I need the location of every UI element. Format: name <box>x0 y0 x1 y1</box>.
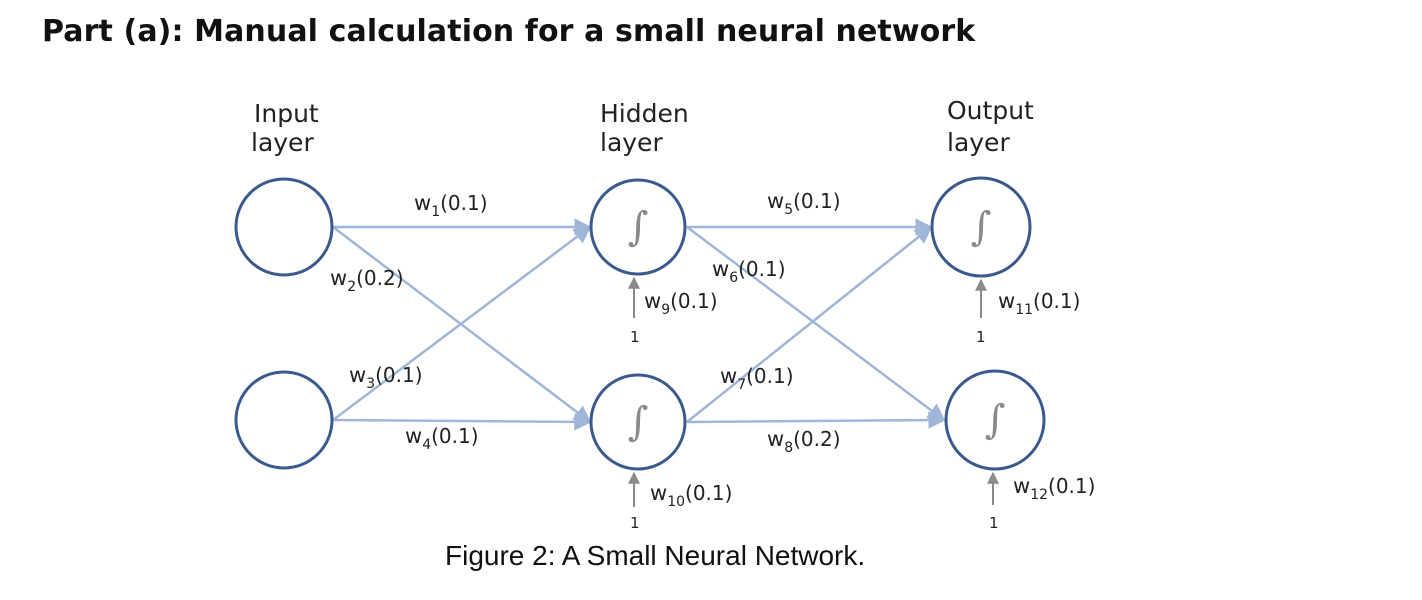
weight-label-w4: w4(0.1) <box>405 424 479 453</box>
bias-input-value: 1 <box>976 328 986 346</box>
weight-label-w8: w8(0.2) <box>767 427 841 456</box>
input-node-1 <box>234 177 334 277</box>
nodes: ∫ ∫ ∫ ∫ <box>234 176 1046 471</box>
output-node-2 <box>944 369 1046 471</box>
weight-label-w9: w9(0.1) <box>644 289 718 318</box>
weight-label-w1: w1(0.1) <box>414 191 488 220</box>
sigmoid-icon: ∫ <box>971 204 992 250</box>
weight-labels: w1(0.1) w2(0.2) w3(0.1) w4(0.1) w5(0.1) … <box>330 189 1095 510</box>
output-node-1 <box>930 176 1032 278</box>
hidden-node-1 <box>589 178 687 276</box>
weight-label-w12: w12(0.1) <box>1013 474 1095 503</box>
hidden-layer-title-line2: layer <box>600 128 663 157</box>
connections <box>332 218 946 431</box>
weight-label-w6: w6(0.1) <box>712 257 786 286</box>
sigmoid-icon: ∫ <box>985 397 1006 443</box>
weight-label-w5: w5(0.1) <box>767 189 841 218</box>
hidden-layer-title-line1: Hidden <box>600 99 689 128</box>
weight-label-w7: w7(0.1) <box>720 364 794 393</box>
bias-input-value: 1 <box>630 328 640 346</box>
bias-input-value: 1 <box>630 514 640 532</box>
weight-label-w2: w2(0.2) <box>330 266 404 295</box>
sigmoid-icon: ∫ <box>628 399 649 445</box>
edge-w4 <box>332 413 592 431</box>
weight-label-w10: w10(0.1) <box>650 481 732 510</box>
output-layer-title-line1: Output <box>947 96 1034 125</box>
page-heading: Part (a): Manual calculation for a small… <box>42 14 976 49</box>
weight-label-w11: w11(0.1) <box>998 289 1080 318</box>
sigmoid-icon: ∫ <box>628 204 649 250</box>
edge-w8 <box>686 411 946 429</box>
bias-arrows: 1 1 1 1 <box>628 276 999 532</box>
edge-w3 <box>332 225 592 421</box>
input-node-2 <box>234 370 334 470</box>
edge-w7 <box>686 225 933 423</box>
input-layer-title-line2: layer <box>251 128 314 157</box>
input-layer-title-line1: Input <box>254 99 319 128</box>
figure-caption: Figure 2: A Small Neural Network. <box>445 540 865 571</box>
edge-w6 <box>686 226 946 422</box>
output-layer-title-line2: layer <box>947 128 1010 157</box>
bias-input-value: 1 <box>989 514 999 532</box>
hidden-node-2 <box>589 373 687 471</box>
weight-label-w3: w3(0.1) <box>349 363 423 392</box>
